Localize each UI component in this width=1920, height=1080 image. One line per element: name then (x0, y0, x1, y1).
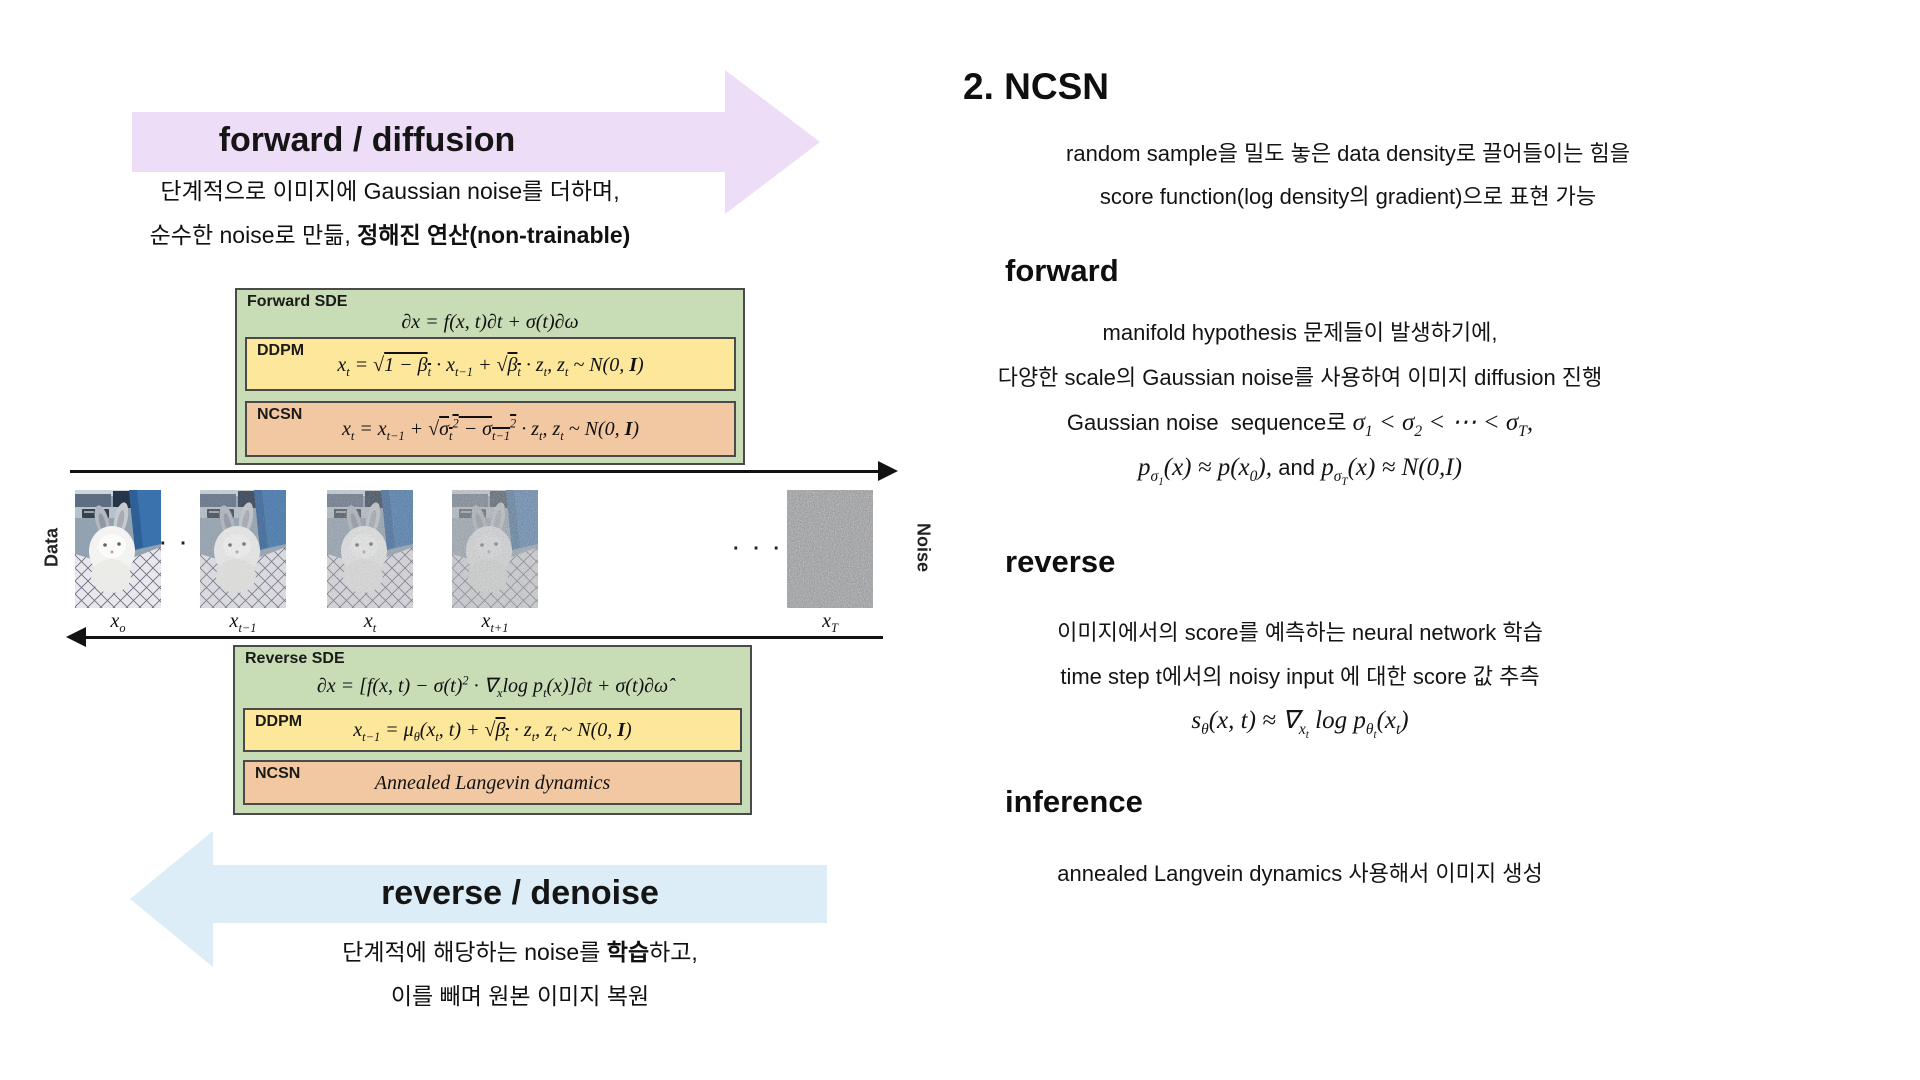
reverse-description: 단계적에 해당하는 noise를 학습하고, 이를 빼며 원본 이미지 복원 (215, 930, 825, 1018)
ncsn-intro: random sample을 밀도 놓은 data density로 끌어들이는… (958, 132, 1738, 218)
section-heading-inference: inference (1005, 784, 1143, 819)
label-xT: xT (822, 610, 838, 635)
section-body-inference: annealed Langvein dynamics 사용해서 이미지 생성 (950, 852, 1650, 896)
ncsn-intro-line2: score function(log density의 gradient)으로 … (1099, 184, 1597, 209)
forward-arrow-label: forward / diffusion (218, 121, 516, 159)
timeline-forward-arrow-line (70, 470, 880, 473)
forward-math1: Gaussian noise sequence로 σ1 < σ2 < ⋯ < σ… (1066, 409, 1534, 440)
forward-arrow-body (132, 112, 725, 172)
reverse-description-line1: 단계적에 해당하는 noise를 학습하고, (342, 939, 698, 965)
section-heading-forward: forward (1005, 253, 1119, 288)
reverse-ddpm-box: DDPM xt−1 = μθ(xt, t) + √βt · zt, zt ~ N… (243, 708, 742, 752)
reverse-sde-equation: ∂x = [f(x, t) − σ(t)2 · ∇xlog pt(x)]∂t +… (316, 673, 669, 700)
timeline-reverse-arrow-line (85, 636, 883, 639)
photo-x0 (75, 490, 161, 608)
reverse-sde-title: Reverse SDE (245, 650, 345, 667)
photo-xt+1 (452, 490, 538, 608)
forward-line1: manifold hypothesis 문제들이 발생하기에, (1102, 320, 1498, 345)
reverse-description-line2: 이를 빼며 원본 이미지 복원 (390, 983, 650, 1009)
forward-description-line2: 순수한 noise로 만듦, 정해진 연산(non-trainable) (149, 222, 631, 248)
noise-axis-label: Noise (913, 522, 934, 573)
ncsn-intro-line1: random sample을 밀도 놓은 data density로 끌어들이는… (1066, 141, 1630, 166)
forward-line2: 다양한 scale의 Gaussian noise를 사용하여 이미지 diff… (997, 365, 1603, 390)
forward-sde-title: Forward SDE (247, 293, 348, 310)
reverse-ncsn-equation: Annealed Langevin dynamics (374, 772, 611, 794)
forward-ddpm-label: DDPM (257, 342, 305, 359)
ellipsis-left: · · · (160, 533, 212, 555)
reverse-math1: sθ(x, t) ≈ ∇xt log pθt(xt) (1191, 707, 1409, 742)
section-heading-reverse: reverse (1005, 544, 1116, 579)
reverse-ddpm-equation: xt−1 = μθ(xt, t) + √βt · zt, zt ~ N(0, I… (353, 719, 632, 744)
forward-ncsn-label: NCSN (257, 406, 303, 423)
forward-ddpm-box: DDPM xt = √1 − βt · xt−1 + √βt · zt, zt … (245, 337, 736, 391)
photo-xt-1 (200, 490, 286, 608)
forward-description: 단계적으로 이미지에 Gaussian noise를 더하며, 순수한 nois… (90, 169, 690, 257)
label-xt: xt (363, 610, 377, 635)
forward-arrowhead-icon (725, 70, 820, 214)
reverse-arrow-body (213, 865, 827, 923)
label-xt+1: xt+1 (481, 610, 509, 635)
reverse-line2: time step t에서의 noisy input 에 대한 score 값 … (1060, 664, 1540, 689)
page-title: 2. NCSN (963, 66, 1109, 107)
forward-math2: pσ1(x) ≈ p(x0), and pσT(x) ≈ N(0,I) (1138, 454, 1462, 489)
reverse-arrow-label: reverse / denoise (381, 874, 659, 912)
reverse-ncsn-label: NCSN (255, 765, 301, 782)
timeline-forward-arrowhead-icon (878, 461, 898, 481)
label-x0: xo (110, 610, 126, 635)
reverse-ddpm-label: DDPM (255, 713, 303, 730)
reverse-ncsn-box: NCSN Annealed Langevin dynamics (243, 760, 742, 805)
section-body-reverse: 이미지에서의 score를 예측하는 neural network 학습 tim… (950, 611, 1650, 743)
photo-xT (787, 490, 873, 608)
forward-sde-equation: ∂x = f(x, t)∂t + σ(t)∂ω (401, 311, 579, 333)
data-axis-label: Data (41, 528, 62, 568)
timeline-reverse-arrowhead-icon (66, 627, 86, 647)
ellipsis-right: · · · (733, 538, 785, 560)
reverse-line1: 이미지에서의 score를 예측하는 neural network 학습 (1057, 620, 1543, 645)
forward-ncsn-equation: xt = xt−1 + √σt2 − σt−12 · zt, zt ~ N(0,… (341, 416, 640, 443)
forward-ncsn-box: NCSN xt = xt−1 + √σt2 − σt−12 · zt, zt ~… (245, 401, 736, 457)
section-body-forward: manifold hypothesis 문제들이 발생하기에, 다양한 scal… (950, 310, 1650, 490)
forward-description-line1: 단계적으로 이미지에 Gaussian noise를 더하며, (160, 178, 620, 204)
label-xt-1: xt−1 (229, 610, 257, 635)
forward-ddpm-equation: xt = √1 − βt · xt−1 + √βt · zt, zt ~ N(0… (337, 354, 644, 379)
photo-xt (327, 490, 413, 608)
reverse-arrowhead-icon (130, 831, 213, 967)
inference-line1: annealed Langvein dynamics 사용해서 이미지 생성 (1057, 861, 1543, 886)
